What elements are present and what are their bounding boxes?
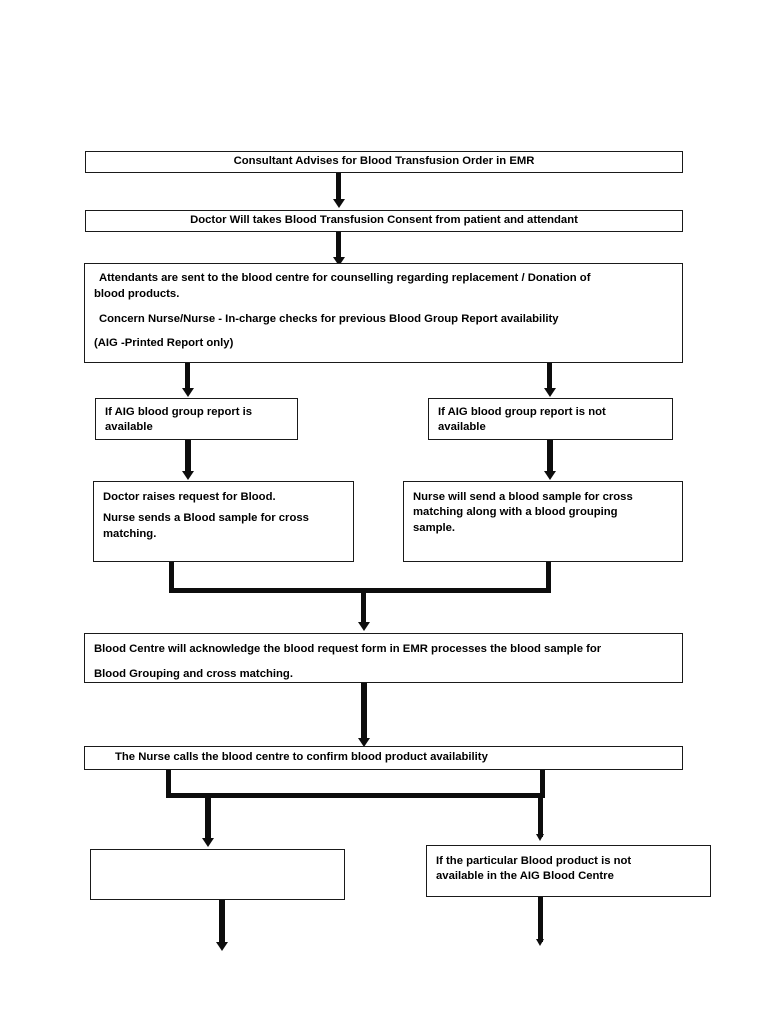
node-doctor-raises-request: Doctor raises request for Blood. Nurse s… xyxy=(93,481,354,562)
node-nurse-calls-text: The Nurse calls the blood centre to conf… xyxy=(115,751,488,764)
node-attendants-line3: Concern Nurse/Nurse - In-charge checks f… xyxy=(99,312,559,325)
node-consent-text: Doctor Will takes Blood Transfusion Cons… xyxy=(190,214,578,227)
node-consultant-order: Consultant Advises for Blood Transfusion… xyxy=(85,151,683,173)
connector-split-horizontal xyxy=(166,793,545,798)
node-product-not-available: If the particular Blood product is not a… xyxy=(426,845,711,897)
node-attendants-line4: (AIG -Printed Report only) xyxy=(94,336,234,349)
connector-split-right-stem xyxy=(540,770,545,798)
node-attendants-line1: Attendants are sent to the blood centre … xyxy=(99,272,591,284)
connector-merge-to-blood-centre-arrowhead xyxy=(357,622,370,631)
connector-merge-down-stem xyxy=(361,588,366,624)
connector-report-not-available-to-nurse-sample-line xyxy=(547,440,553,473)
node-product-not-available-line1: If the particular Blood product is not xyxy=(436,855,632,867)
connector-report-not-available-to-nurse-sample-arrowhead xyxy=(543,471,556,480)
connector-consultant-to-consent-arrowhead xyxy=(332,199,345,208)
connector-consent-to-attendants-arrowhead xyxy=(332,257,345,266)
node-nurse-calls: The Nurse calls the blood centre to conf… xyxy=(84,746,683,770)
node-doctor-raises-request-line3: matching. xyxy=(103,527,157,540)
node-nurse-sends-sample-line3: sample. xyxy=(413,521,456,534)
node-report-available-line2: available xyxy=(105,421,153,434)
node-blood-centre-ack: Blood Centre will acknowledge the blood … xyxy=(84,633,683,683)
connector-split-right-down-arrowhead xyxy=(536,834,544,841)
connector-blood-centre-to-nurse-calls-arrowhead xyxy=(357,738,370,747)
node-report-not-available-line2: available xyxy=(438,421,486,434)
node-nurse-sends-sample: Nurse will send a blood sample for cross… xyxy=(403,481,683,562)
node-report-not-available: If AIG blood group report is not availab… xyxy=(428,398,673,440)
connector-consent-to-attendants-line xyxy=(336,232,341,259)
connector-report-available-to-doctor-request-arrowhead xyxy=(181,471,194,480)
connector-product-not-available-down-arrowhead xyxy=(536,939,544,946)
connector-attendants-to-report-not-available-arrowhead xyxy=(543,388,556,397)
connector-blank-outcome-down-arrowhead xyxy=(215,942,228,951)
node-blood-centre-ack-line2: Blood Grouping and cross matching. xyxy=(94,668,293,681)
connector-merge-horizontal xyxy=(169,588,551,593)
connector-split-left-down-arrowhead xyxy=(201,838,214,847)
connector-blood-centre-to-nurse-calls-line xyxy=(361,683,367,741)
node-nurse-sends-sample-line2: matching along with a blood grouping xyxy=(413,506,618,519)
node-attendants-line2: blood products. xyxy=(94,288,180,301)
node-attendants: Attendants are sent to the blood centre … xyxy=(84,263,683,363)
node-report-available: If AIG blood group report is available xyxy=(95,398,298,440)
connector-consultant-to-consent-line xyxy=(336,173,341,201)
node-consultant-order-text: Consultant Advises for Blood Transfusion… xyxy=(233,155,535,168)
connector-split-right-down-line xyxy=(538,793,543,837)
connector-blank-outcome-down-line xyxy=(219,900,225,945)
node-doctor-raises-request-line2: Nurse sends a Blood sample for cross xyxy=(103,512,309,525)
node-blank-outcome xyxy=(90,849,345,900)
connector-merge-right-stem xyxy=(546,562,551,593)
connector-attendants-to-report-not-available-line xyxy=(547,363,552,390)
node-consent: Doctor Will takes Blood Transfusion Cons… xyxy=(85,210,683,232)
connector-report-available-to-doctor-request-line xyxy=(185,440,191,473)
connector-merge-left-stem xyxy=(169,562,174,593)
connector-attendants-to-report-available-arrowhead xyxy=(181,388,194,397)
node-doctor-raises-request-line1: Doctor raises request for Blood. xyxy=(103,491,276,503)
connector-attendants-to-report-available-line xyxy=(185,363,190,390)
connector-product-not-available-down-line xyxy=(538,897,543,942)
node-nurse-sends-sample-line1: Nurse will send a blood sample for cross xyxy=(413,491,633,503)
node-blood-centre-ack-line1: Blood Centre will acknowledge the blood … xyxy=(94,643,602,655)
node-report-available-line1: If AIG blood group report is xyxy=(105,406,253,418)
connector-split-left-down-line xyxy=(205,793,211,841)
connector-split-left-stem xyxy=(166,770,171,798)
node-product-not-available-line2: available in the AIG Blood Centre xyxy=(436,870,614,883)
node-report-not-available-line1: If AIG blood group report is not xyxy=(438,406,606,418)
